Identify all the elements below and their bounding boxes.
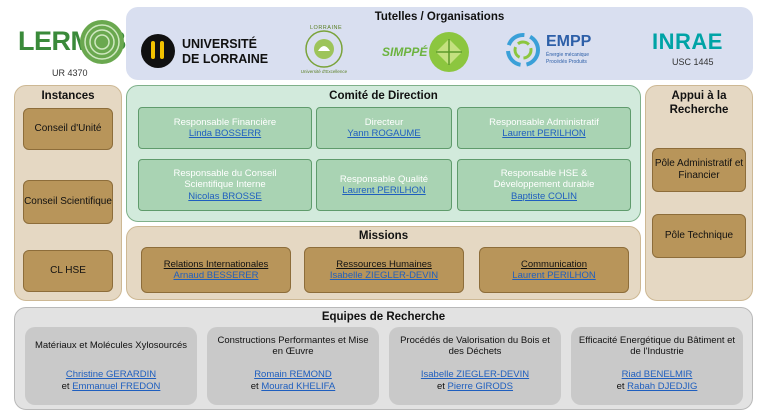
comite-person-link[interactable]: Nicolas BROSSE (188, 190, 262, 202)
missions-panel: Missions Relations Internationales Arnau… (126, 226, 641, 300)
comite-role: Responsable HSE & Développement durable (493, 167, 595, 191)
team-constructions-performantes: Constructions Performantes et Mise en Œu… (207, 327, 379, 405)
team-name: Efficacité Energétique du Bâtiment et de… (578, 334, 736, 358)
team-lead-link[interactable]: Romain REMOND (254, 369, 332, 380)
empp-sub1: Énergie mécanique (546, 52, 590, 58)
team-lead-link[interactable]: Mourad KHELIFA (261, 380, 336, 392)
simppe-logo: SIMPPÉ (382, 31, 474, 73)
team-lead-link[interactable]: Isabelle ZIEGLER-DEVIN (420, 369, 530, 380)
instance-conseil-scientifique[interactable]: Conseil Scientifique (23, 180, 113, 224)
appui-pole-administratif[interactable]: Pôle Administratif et Financier (652, 148, 746, 192)
wood-rings-icon (80, 20, 124, 64)
comite-responsable-qualite: Responsable Qualité Laurent PERILHON (316, 159, 452, 211)
lermab-logo: LERMaB UR 4370 (14, 12, 127, 82)
mission-communication: Communication Laurent PERILHON (479, 247, 629, 293)
instances-title: Instances (41, 90, 95, 102)
mission-relations-internationales: Relations Internationales Arnaud BESSERE… (141, 247, 291, 293)
comite-directeur: Directeur Yann ROGAUME (316, 107, 452, 149)
appui-title: Appui à la Recherche (669, 90, 729, 116)
universite-lorraine-logo: UNIVERSITÉ DE LORRAINE (140, 31, 275, 73)
mission-label: Ressources Humaines (336, 258, 432, 270)
empp-wordmark: EMPP (546, 33, 592, 50)
comite-person-link[interactable]: Linda BOSSERR (188, 128, 262, 139)
comite-responsable-administratif: Responsable Administratif Laurent PERILH… (457, 107, 631, 149)
appui-panel: Appui à la Recherche Pôle Administratif … (645, 85, 753, 301)
team-name: Constructions Performantes et Mise en Œu… (217, 334, 369, 358)
simppe-leaf-icon (429, 32, 469, 72)
team-lead-link[interactable]: Riad BENELMIR (621, 369, 693, 380)
simppe-wordmark: SIMPPÉ (382, 45, 428, 59)
ul-line2: DE LORRAINE (182, 52, 269, 66)
empp-logo: EMPP Énergie mécanique Procédés Produits (506, 31, 616, 73)
empp-swirl-icon (506, 33, 540, 67)
comite-role: Responsable Administratif (489, 116, 599, 128)
team-efficacite-energetique: Efficacité Energétique du Bâtiment et de… (571, 327, 743, 405)
team-leads: Christine GERARDIN et Emmanuel FREDON (61, 369, 161, 392)
instance-conseil-unite[interactable]: Conseil d'Unité (23, 108, 113, 150)
tutelles-title: Tutelles / Organisations (374, 11, 505, 23)
missions-title: Missions (358, 230, 409, 242)
mission-ressources-humaines: Ressources Humaines Isabelle ZIEGLER-DEV… (304, 247, 464, 293)
lue-emblem-icon (305, 30, 343, 68)
comite-responsable-hse: Responsable HSE & Développement durable … (457, 159, 631, 211)
ul-emblem-icon (141, 34, 175, 68)
comite-person-link[interactable]: Laurent PERILHON (342, 185, 426, 196)
equipes-panel: Equipes de Recherche Matériaux et Molécu… (14, 307, 753, 410)
inrae-logo: INRAE USC 1445 (652, 29, 742, 75)
comite-role: Responsable Qualité (339, 173, 429, 185)
team-name: Procédés de Valorisation du Bois et des … (400, 334, 550, 358)
mission-person-link[interactable]: Laurent PERILHON (512, 270, 596, 281)
comite-panel: Comité de Direction Responsable Financiè… (126, 85, 641, 222)
tutelles-panel: Tutelles / Organisations UNIVERSITÉ DE L… (126, 7, 753, 80)
appui-pole-technique[interactable]: Pôle Technique (652, 214, 746, 258)
team-materiaux-molecules: Matériaux et Molécules Xylosourcés Chris… (25, 327, 197, 405)
mission-label: Communication (521, 258, 587, 270)
team-lead-link[interactable]: Christine GERARDIN (65, 369, 157, 380)
team-leads: Riad BENELMIR et Rabah DJEDJIG (616, 369, 698, 392)
lermab-unit-code: UR 4370 (52, 68, 88, 78)
comite-role: Responsable Financière (173, 116, 277, 128)
instance-cl-hse[interactable]: CL HSE (23, 250, 113, 292)
lue-ring-text: LORRAINE (310, 25, 343, 31)
inrae-unit-code: USC 1445 (672, 57, 714, 67)
inrae-wordmark: INRAE (652, 29, 723, 54)
team-leads: Romain REMOND et Mourad KHELIFA (250, 369, 336, 392)
team-valorisation-bois: Procédés de Valorisation du Bois et des … (389, 327, 561, 405)
team-lead-link[interactable]: Rabah DJEDJIG (627, 380, 698, 392)
lue-logo: LORRAINE Université d'Excellence (296, 25, 352, 77)
equipes-title: Equipes de Recherche (321, 311, 446, 323)
team-lead-link[interactable]: Pierre GIRODS (447, 380, 514, 392)
team-name: Matériaux et Molécules Xylosourcés (34, 340, 188, 352)
comite-responsable-financiere: Responsable Financière Linda BOSSERR (138, 107, 312, 149)
comite-role: Responsable du Conseil Scientifique Inte… (173, 167, 277, 191)
comite-role: Directeur (364, 116, 404, 128)
comite-responsable-conseil-scientifique: Responsable du Conseil Scientifique Inte… (138, 159, 312, 211)
instances-panel: Instances Conseil d'Unité Conseil Scient… (14, 85, 122, 301)
mission-person-link[interactable]: Arnaud BESSERER (173, 270, 259, 281)
team-lead-link[interactable]: Emmanuel FREDON (72, 380, 161, 392)
comite-person-link[interactable]: Yann ROGAUME (347, 128, 421, 139)
empp-sub2: Procédés Produits (546, 59, 587, 65)
comite-person-link[interactable]: Laurent PERILHON (502, 128, 586, 139)
mission-person-link[interactable]: Isabelle ZIEGLER-DEVIN (329, 270, 439, 281)
comite-person-link[interactable]: Baptiste COLIN (511, 190, 577, 202)
comite-title: Comité de Direction (329, 90, 438, 102)
lue-subtitle: Université d'Excellence (300, 69, 348, 74)
mission-label: Relations Internationales (163, 258, 269, 270)
team-leads: Isabelle ZIEGLER-DEVIN et Pierre GIRODS (420, 369, 530, 392)
ul-line1: UNIVERSITÉ (182, 37, 258, 51)
